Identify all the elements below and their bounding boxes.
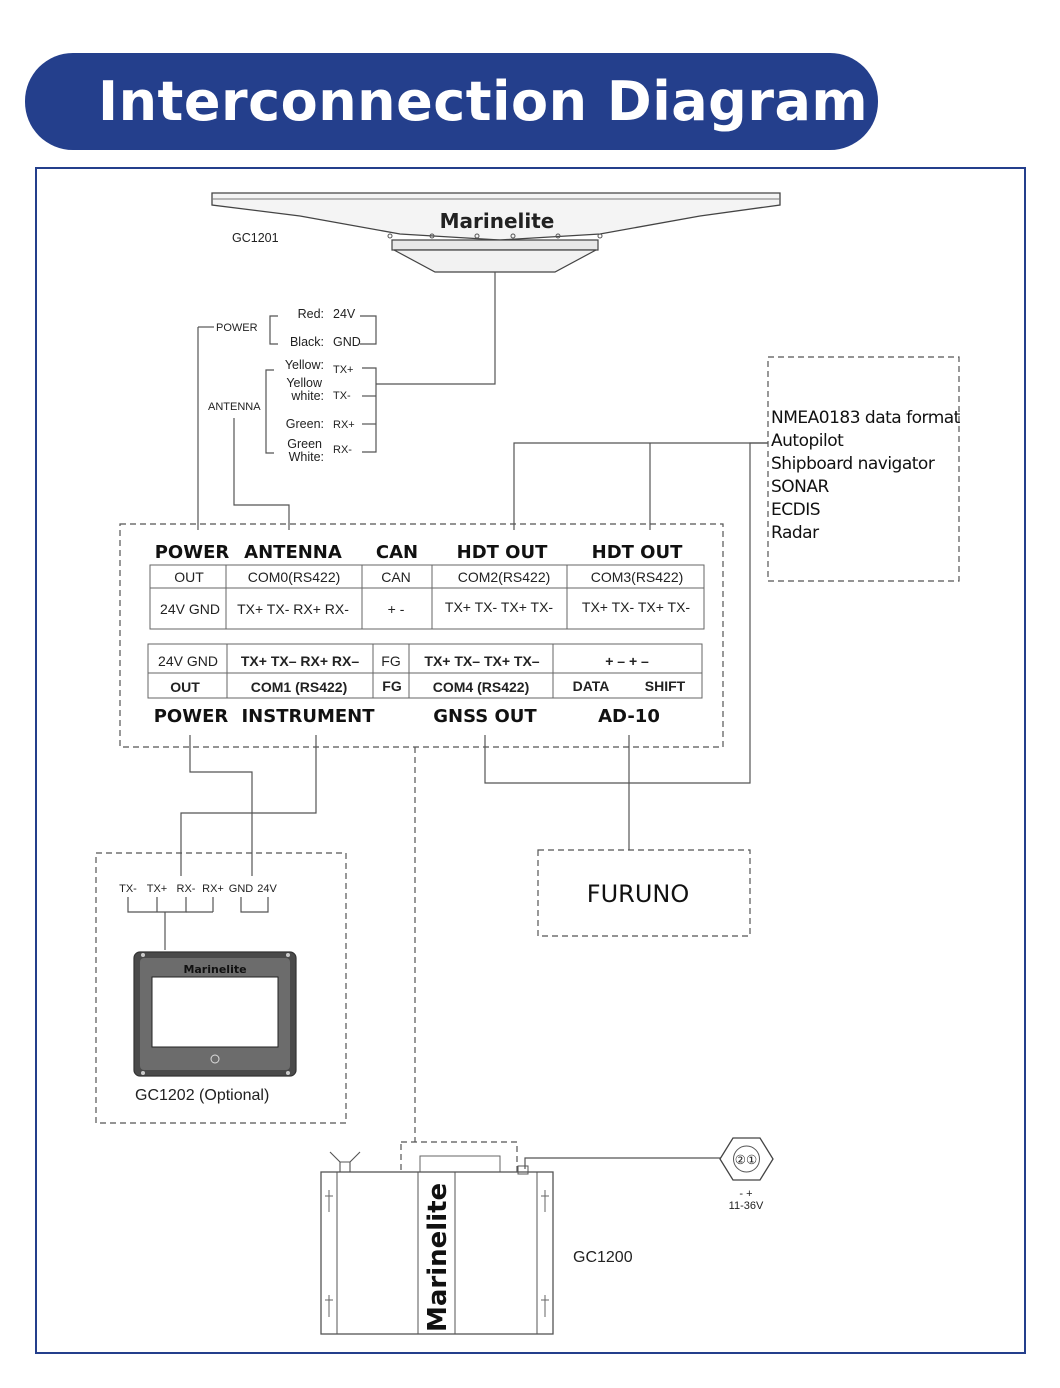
wire-color-green-white-2: White: [289, 450, 324, 464]
display-pin-gnd: GND [229, 883, 254, 895]
lower-port-data: DATA [573, 678, 610, 694]
upper-pins-antenna: TX+ TX- RX+ RX- [237, 601, 349, 617]
display-pin-24v: 24V [257, 883, 277, 895]
nmea-line-radar: Radar [771, 523, 819, 543]
lower-header-power: POWER [154, 706, 229, 727]
nmea-line-autopilot: Autopilot [771, 431, 844, 451]
lower-port-out: OUT [170, 679, 200, 695]
display-pin-rxp: RX+ [202, 883, 224, 895]
wire-color-black: Black: [290, 335, 324, 349]
display-gc1202: TX- TX+ RX- RX+ GND 24V Marinelite GC120… [95, 852, 347, 1124]
title-banner [25, 53, 878, 150]
nmea-line-ecdis: ECDIS [771, 500, 820, 520]
upper-header-antenna: ANTENNA [244, 542, 342, 563]
upper-port-out: OUT [174, 569, 204, 585]
display-model-label: GC1202 (Optional) [135, 1087, 269, 1104]
connector-voltage: 11-36V [729, 1200, 764, 1212]
diagram-frame [35, 167, 1026, 1354]
connector-pin-glyphs: ②① [735, 1153, 757, 1167]
nmea-devices-box: NMEA0183 data format Autopilot Shipboard… [484, 356, 961, 784]
upper-terminal: POWER ANTENNA CAN HDT OUT HDT OUT OUT CO… [149, 542, 705, 630]
terminal-block-boundary [119, 523, 724, 748]
upper-header-power: POWER [155, 542, 230, 563]
furuno-box: FURUNO [537, 849, 751, 937]
furuno-label: FURUNO [587, 880, 689, 908]
wire-color-yellow: Yellow: [285, 358, 324, 372]
upper-pins-can: + - [388, 601, 405, 617]
processor-gc1200: Marinelite GC1200 [320, 1141, 633, 1335]
upper-port-com0: COM0(RS422) [248, 569, 341, 585]
upper-port-can: CAN [381, 569, 411, 585]
display-pin-txm: TX- [119, 883, 137, 895]
wire-signal-gnd: GND [333, 335, 361, 349]
page-title: Interconnection Diagram [98, 70, 869, 133]
lower-pins-ad10: + – + – [605, 653, 649, 669]
lower-pins-com4: TX+ TX– TX+ TX– [424, 653, 539, 669]
lower-port-fg: FG [382, 678, 402, 694]
display-pin-rxm: RX- [177, 883, 196, 895]
lower-port-com4: COM4 (RS422) [433, 679, 529, 695]
lower-port-shift: SHIFT [645, 678, 686, 694]
lower-header-gnss-out: GNSS OUT [433, 706, 537, 727]
lower-pins-com1: TX+ TX– RX+ RX– [241, 653, 359, 669]
lower-port-com1: COM1 (RS422) [251, 679, 347, 695]
wire-color-yellow-white-2: white: [290, 389, 324, 403]
upper-port-com2: COM2(RS422) [458, 569, 551, 585]
lower-terminal: 24V GND TX+ TX– RX+ RX– FG TX+ TX– TX+ T… [147, 643, 703, 727]
upper-header-can: CAN [376, 542, 418, 563]
wire-signal-24v: 24V [333, 307, 356, 321]
lower-pins-fg: FG [381, 653, 400, 669]
display-brand-logo: Marinelite [183, 963, 246, 976]
upper-header-hdt-out-2: HDT OUT [592, 542, 683, 563]
nmea-line-navigator: Shipboard navigator [771, 454, 935, 474]
lower-header-instrument: INSTRUMENT [241, 706, 375, 727]
lower-pins-power: 24V GND [158, 653, 218, 669]
wire-signal-txm: TX- [333, 390, 351, 402]
wire-signal-txp: TX+ [333, 364, 353, 376]
wire-color-yellow-white-1: Yellow [286, 376, 323, 390]
cable-group-power: POWER [216, 322, 258, 334]
processor-brand-logo: Marinelite [423, 1183, 453, 1332]
upper-pins-com2: TX+ TX- TX+ TX- [445, 599, 553, 615]
power-connector: ②① - + 11-36V [524, 1137, 774, 1212]
antenna-brand-logo: Marinelite [440, 209, 555, 233]
connector-polarity: - + [739, 1188, 752, 1200]
wire-color-red: Red: [298, 307, 324, 321]
wire-signal-rxm: RX- [333, 444, 352, 456]
wire-color-green: Green: [286, 417, 324, 431]
wire-signal-rxp: RX+ [333, 419, 355, 431]
antenna-gc1201: Marinelite GC1201 [211, 192, 781, 273]
processor-model-label: GC1200 [573, 1249, 633, 1266]
upper-header-hdt-out-1: HDT OUT [457, 542, 548, 563]
antenna-model-label: GC1201 [232, 231, 279, 245]
upper-port-com3: COM3(RS422) [591, 569, 684, 585]
wire-color-green-white-1: Green [287, 437, 322, 451]
display-pin-txp: TX+ [147, 883, 167, 895]
upper-pins-power: 24V GND [160, 601, 220, 617]
cable-group-antenna: ANTENNA [208, 401, 261, 413]
nmea-line-sonar: SONAR [771, 477, 830, 497]
nmea-line-format: NMEA0183 data format [771, 408, 961, 428]
antenna-cable-wiring: POWER ANTENNA Red: 24V Black: GND Yellow… [197, 272, 496, 530]
lower-header-ad10: AD-10 [598, 706, 660, 727]
instrument-wiring [180, 735, 630, 1142]
upper-pins-com3: TX+ TX- TX+ TX- [582, 599, 690, 615]
